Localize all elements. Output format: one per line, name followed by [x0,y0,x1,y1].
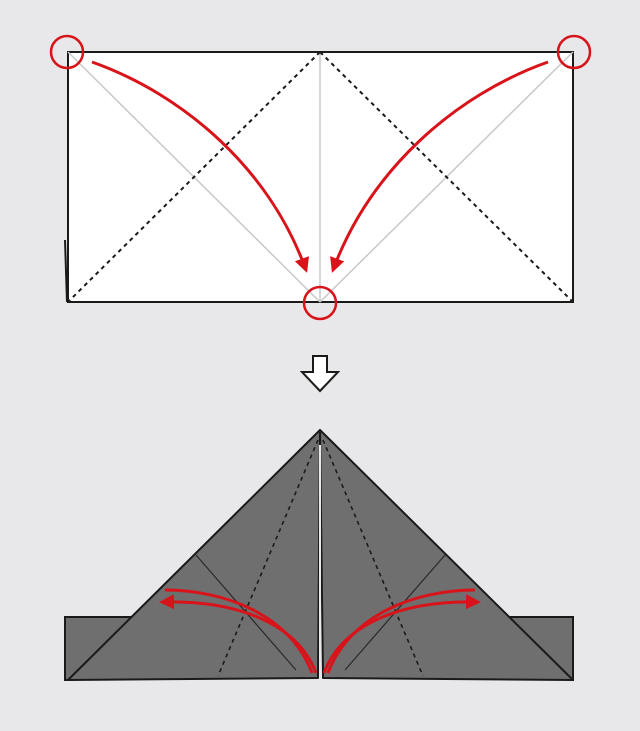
right-triangle-flap [319,429,574,681]
fold-line-left [67,51,321,303]
fold-line-right-inner [322,439,424,677]
circle-marker-icon [49,34,85,70]
curved-arrow-icon [330,60,549,273]
left-triangle-flap [67,429,321,681]
curved-arrow-icon [91,60,309,273]
circle-marker-icon [302,285,338,321]
fold-line-left-inner [217,439,319,677]
circle-marker-icon [556,34,592,70]
paper-edge-detail [64,239,68,303]
step-2 [64,429,574,681]
double-curved-arrow-icon [159,594,318,674]
double-curved-arrow-icon [164,588,314,674]
fold-line-right [319,51,574,303]
step-1 [49,34,592,321]
double-curved-arrow-icon [326,588,476,674]
down-arrow-icon [299,355,341,393]
double-curved-arrow-icon [322,594,481,674]
